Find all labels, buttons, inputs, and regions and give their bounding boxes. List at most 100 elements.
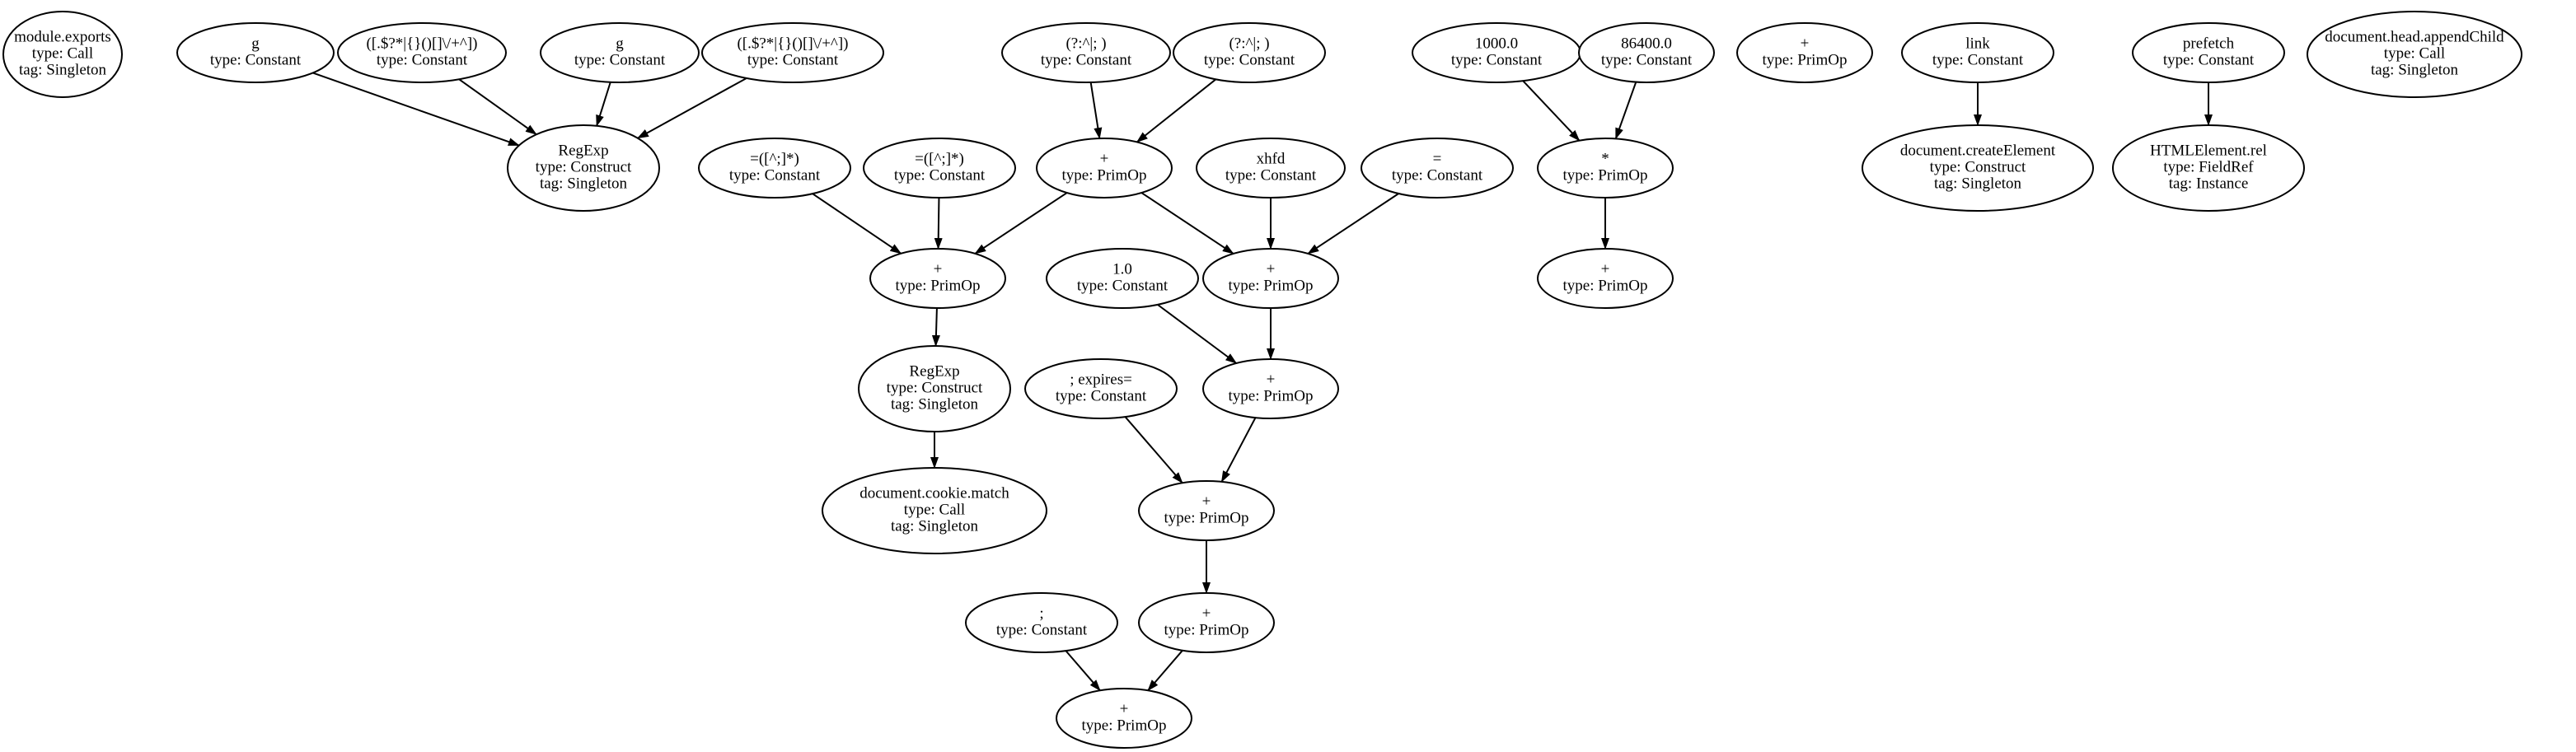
node-ellipse: [701, 22, 884, 83]
node-ellipse: [1862, 124, 2094, 212]
node-ellipse: [863, 138, 1016, 199]
node-attribute: type: Constant: [1204, 51, 1295, 68]
node-attribute: type: FieldRef: [2163, 158, 2254, 175]
graph-node-symbol: +type: PrimOp: [1138, 592, 1275, 653]
node-label: =([^;]*): [915, 150, 964, 167]
edge-n9-to-n14: [812, 193, 902, 255]
node-attribute: type: PrimOp: [1229, 387, 1314, 404]
edge-arrow: [1522, 80, 1581, 142]
node-ellipse: [1056, 688, 1192, 749]
edge-n11-to-n15: [1140, 192, 1234, 255]
node-label: +: [934, 260, 943, 278]
node-label: 1000.0: [1475, 35, 1518, 52]
node-attribute: tag: Singleton: [891, 517, 979, 535]
node-label: xhfd: [1257, 150, 1286, 167]
node-attribute: type: Constant: [1077, 277, 1169, 294]
node-attribute: type: Construct: [1930, 158, 2026, 175]
graph-node-symbol: =([^;]*)type: Constant: [698, 138, 851, 199]
node-label: module.exports: [14, 28, 111, 45]
graph-node-symbol: ([.$?*|{}()[]\/+^])type: Constant: [337, 22, 507, 83]
node-label: +: [1100, 150, 1109, 167]
edge-arrow: [974, 192, 1068, 255]
edge-arrow: [636, 77, 747, 139]
node-label: link: [1965, 35, 1990, 52]
node-ellipse: [1046, 248, 1199, 309]
node-ellipse: [965, 592, 1118, 653]
node-attribute: type: PrimOp: [1164, 509, 1249, 526]
graph-node-symbol: +type: PrimOp: [1202, 358, 1339, 419]
graph-node-expires: ; expires=type: Constant: [1024, 358, 1178, 419]
node-label: RegExp: [909, 362, 959, 380]
node-label: RegExp: [558, 142, 608, 159]
graph-node-symbol: +type: PrimOp: [869, 248, 1006, 309]
graph-node-symbol: +type: PrimOp: [1056, 688, 1192, 749]
node-attribute: type: Construct: [887, 379, 983, 396]
node-ellipse: [858, 345, 1011, 432]
edges-layer: [312, 72, 2213, 692]
node-label: ; expires=: [1070, 371, 1132, 388]
node-attribute: type: Constant: [747, 51, 839, 68]
node-label: document.head.appendChild: [2325, 28, 2504, 45]
edge-arrow: [1089, 82, 1103, 140]
node-attribute: type: Construct: [536, 158, 632, 175]
edge-n14-to-n17: [931, 307, 940, 348]
node-label: g: [616, 35, 624, 52]
node-ellipse: [337, 22, 507, 83]
node-attribute: type: Constant: [1225, 166, 1317, 184]
edge-n19-to-n21: [1124, 416, 1183, 484]
node-ellipse: [2, 11, 123, 98]
node-label: +: [1601, 260, 1610, 278]
node-ellipse: [1537, 248, 1674, 309]
node-attribute: type: Constant: [377, 51, 468, 68]
node-attribute: type: Constant: [1056, 387, 1147, 404]
node-label: 1.0: [1112, 260, 1132, 278]
graph-node-symbol: *type: PrimOp: [1537, 138, 1674, 199]
node-ellipse: [1537, 138, 1674, 199]
node-ellipse: [507, 124, 660, 212]
node-label: +: [1120, 700, 1129, 717]
graph-node-symbol: +type: PrimOp: [1138, 480, 1275, 541]
node-attribute: tag: Singleton: [19, 61, 107, 78]
edge-n4-to-n6: [596, 82, 611, 127]
graph-node-symbol: (?:^|; )type: Constant: [1001, 22, 1171, 83]
edge-n22-to-n24: [1065, 650, 1101, 692]
node-attribute: type: Call: [904, 501, 965, 518]
node-label: +: [1267, 371, 1276, 388]
node-label: ([.$?*|{}()[]\/+^]): [737, 35, 848, 52]
edge-n8-to-n11: [1136, 78, 1217, 143]
edge-arrow: [1065, 650, 1101, 692]
node-label: (?:^|; ): [1229, 35, 1269, 52]
node-attribute: tag: Singleton: [2371, 61, 2459, 78]
node-attribute: type: Constant: [2163, 51, 2255, 68]
node-attribute: type: PrimOp: [896, 277, 981, 294]
graph-node-symbol: +type: PrimOp: [1537, 248, 1674, 309]
node-attribute: type: PrimOp: [1229, 277, 1314, 294]
edge-n7-to-n11: [1089, 82, 1103, 140]
node-ellipse: [1196, 138, 1346, 199]
edge-n5-to-n6: [636, 77, 747, 139]
node-label: document.createElement: [1900, 142, 2056, 159]
graph-node-symbol: +type: PrimOp: [1202, 248, 1339, 309]
edge-arrow: [1147, 650, 1183, 692]
node-ellipse: [1173, 22, 1326, 83]
node-label: =([^;]*): [750, 150, 799, 167]
node-label: document.cookie.match: [859, 484, 1009, 502]
node-ellipse: [1202, 248, 1339, 309]
node-attribute: type: PrimOp: [1062, 166, 1147, 184]
edge-n16-to-n18: [1157, 304, 1238, 364]
edge-arrow: [931, 307, 940, 348]
node-ellipse: [1736, 22, 1873, 83]
node-ellipse: [2112, 124, 2305, 212]
node-attribute: type: PrimOp: [1082, 717, 1167, 734]
edge-n26-to-n27: [1614, 82, 1637, 140]
node-attribute: type: Constant: [1601, 51, 1693, 68]
graph-node-symbol: =type: Constant: [1361, 138, 1514, 199]
node-attribute: tag: Singleton: [891, 395, 979, 413]
